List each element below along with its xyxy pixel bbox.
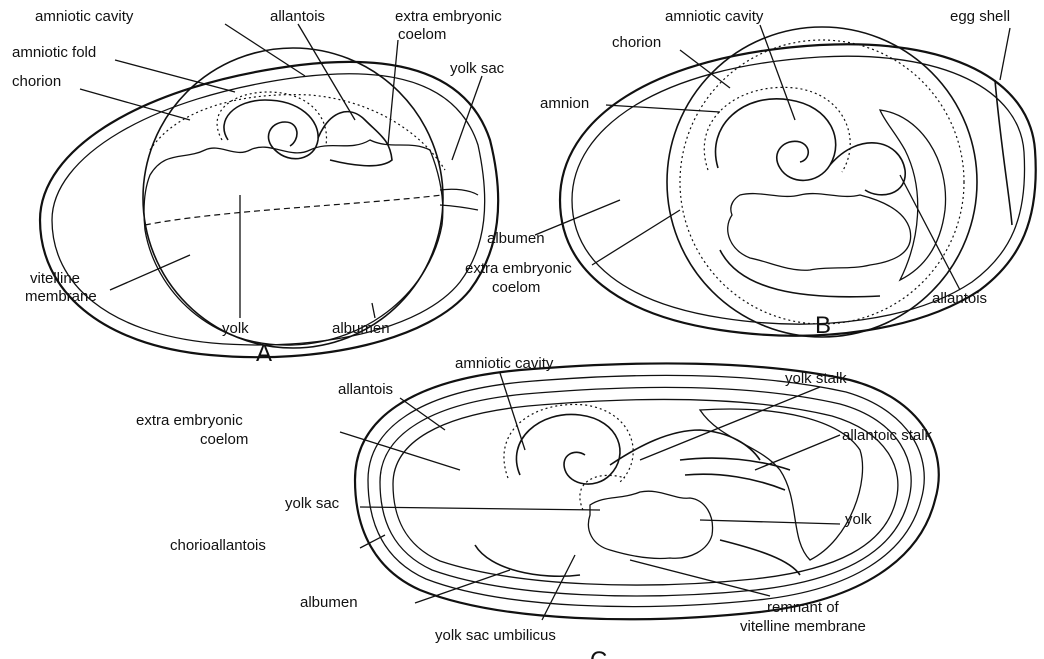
panel-a — [40, 48, 498, 357]
a-yolk-sac-stalk — [440, 189, 478, 210]
b-label-chorion: chorion — [612, 34, 661, 51]
a-label-yolk: yolk — [222, 320, 249, 337]
c-embryo — [516, 414, 620, 484]
c-allantois — [700, 409, 863, 560]
c-label-amniotic-cavity: amniotic cavity — [455, 355, 554, 372]
a-label-amniotic-cavity: amniotic cavity — [35, 8, 134, 25]
c-label-allantois: allantois — [338, 381, 393, 398]
c-label-remnant-2: vitelline membrane — [740, 618, 866, 635]
a-label-amniotic-fold: amniotic fold — [12, 44, 96, 61]
b-label-albumen: albumen — [487, 230, 545, 247]
c-label-chorioallantois: chorioallantois — [170, 537, 266, 554]
b-label-extra-embryonic-2: coelom — [492, 279, 540, 296]
b-embryo — [716, 99, 836, 181]
c-yolk — [588, 491, 712, 558]
panel-c — [355, 363, 939, 619]
a-label-yolk-sac: yolk sac — [450, 60, 505, 77]
a-panel-letter: A — [256, 340, 272, 367]
labels: amniotic cavity allantois extra embryoni… — [12, 8, 1010, 659]
a-label-chorion: chorion — [12, 73, 61, 90]
c-panel-letter: C — [590, 647, 607, 659]
b-allantois-curve — [830, 143, 905, 195]
b-label-extra-embryonic-1: extra embryonic — [465, 260, 572, 277]
a-yolk — [144, 140, 443, 345]
a-label-vitelline-1: vitelline — [30, 270, 80, 287]
c-label-yolk: yolk — [845, 511, 872, 528]
c-label-remnant-1: remnant of — [767, 599, 840, 616]
c-fold — [475, 540, 800, 576]
a-label-allantois: allantois — [270, 8, 325, 25]
b-outer-arc — [720, 250, 880, 297]
b-label-egg-shell: egg shell — [950, 8, 1010, 25]
b-shell-membrane — [995, 80, 1012, 225]
a-label-albumen: albumen — [332, 320, 390, 337]
c-label-yolk-sac-umbilicus: yolk sac umbilicus — [435, 627, 556, 644]
a-embryo — [224, 100, 318, 159]
b-allantois-region — [880, 110, 946, 280]
a-egg-shell-inner — [52, 74, 485, 345]
b-yolk — [728, 194, 911, 271]
b-panel-letter: B — [815, 312, 831, 339]
c-label-extra-embryonic-1: extra embryonic — [136, 412, 243, 429]
a-label-extra-embryonic-1: extra embryonic — [395, 8, 502, 25]
leader-lines — [80, 24, 1010, 620]
a-label-vitelline-2: membrane — [25, 288, 97, 305]
b-label-allantois: allantois — [932, 290, 987, 307]
a-yolk-boundary — [145, 195, 442, 225]
c-label-extra-embryonic-2: coelom — [200, 431, 248, 448]
c-label-yolk-sac: yolk sac — [285, 495, 340, 512]
b-label-amniotic-cavity: amniotic cavity — [665, 8, 764, 25]
a-label-extra-embryonic-2: coelom — [398, 26, 446, 43]
c-label-allantoic-stalk: allantoic stalk — [842, 427, 933, 444]
b-label-amnion: amnion — [540, 95, 589, 112]
c-label-albumen: albumen — [300, 594, 358, 611]
c-label-yolk-stalk: yolk stalk — [785, 370, 847, 387]
